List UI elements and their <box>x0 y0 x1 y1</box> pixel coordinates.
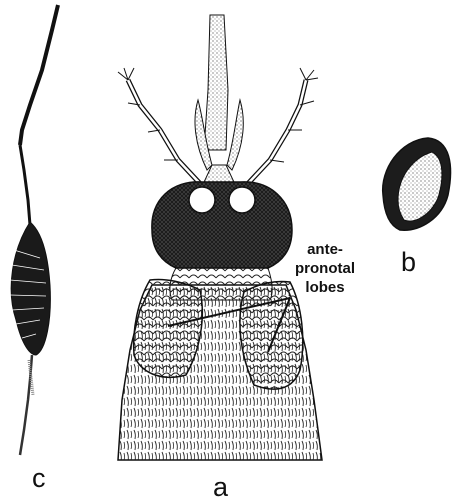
panel-label-a: a <box>213 472 228 503</box>
antennal-socket-left <box>189 187 215 213</box>
antenna-right <box>242 68 318 190</box>
panel-label-b: b <box>401 247 416 278</box>
panel-label-c: c <box>32 463 46 494</box>
callout-line-1: ante- <box>290 240 360 259</box>
head-illustration <box>118 15 322 460</box>
callout-line-3: lobes <box>290 278 360 297</box>
egg-illustration <box>383 138 451 230</box>
antenna-left <box>118 68 206 190</box>
antepronotal-lobes-label: ante- pronotal lobes <box>290 240 360 297</box>
scale-shaft-upper <box>20 5 58 145</box>
antepronotal-lobe-right <box>240 281 303 389</box>
callout-line-2: pronotal <box>290 259 360 278</box>
compound-eyes <box>152 182 292 268</box>
scale-illustration <box>10 5 58 455</box>
proboscis <box>204 15 228 150</box>
palp-right <box>227 100 243 170</box>
scale-feathered-body <box>11 222 50 355</box>
antennal-socket-right <box>229 187 255 213</box>
antepronotal-lobe-left <box>134 279 203 377</box>
